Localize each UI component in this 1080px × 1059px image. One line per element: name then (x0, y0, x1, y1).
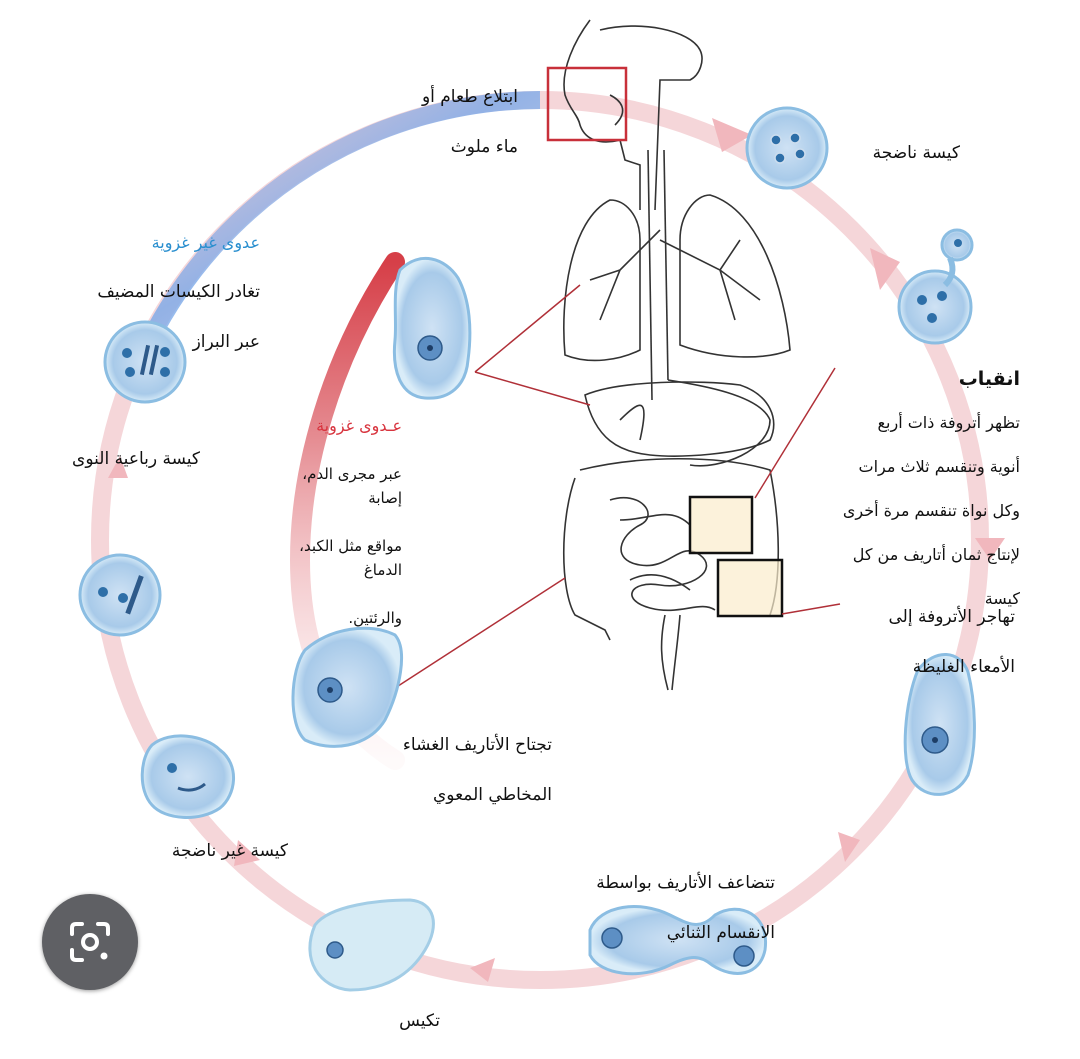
google-lens-button[interactable] (42, 894, 138, 990)
mucosa-invasion-label: تجتاح الأتاريف الغشاء المخاطي المعوي (402, 735, 552, 805)
trophozoite-mucosa (291, 626, 403, 748)
pointer-lines (394, 284, 841, 689)
immature-cyst-label: كيسة غير ناضجة (171, 841, 288, 861)
arrow-icon (975, 538, 1005, 560)
mature-cyst (745, 106, 829, 190)
invasive-label: عـدوى غزوية عبر مجرى الدم، إصابة مواقع م… (299, 416, 402, 627)
amoeba-life-cycle-diagram (78, 19, 1005, 992)
mouth-highlight-box (546, 66, 628, 142)
arrow-icon (470, 958, 495, 982)
arrow-icon (234, 840, 260, 866)
non-invasive-arc (141, 91, 541, 345)
migration-label: تهاجر الأتروفة إلى الأمعاء الغليظة (888, 607, 1016, 677)
human-anatomy-illustration (562, 19, 791, 691)
google-lens-icon (70, 922, 110, 962)
quad-cyst-label: كيسة رباعية النوى (72, 449, 200, 469)
trophozoite-migrating (903, 653, 976, 796)
binucleate-cyst (78, 553, 162, 637)
binary-fission-label: تتضاعف الأتاريف بواسطة الانقسام الثنائي (596, 873, 775, 943)
arrow-icon (838, 832, 860, 862)
arrow-icon (870, 248, 900, 290)
encystation-label: تكيس (399, 1011, 440, 1031)
small-intestine-box (688, 495, 754, 555)
trophozoite-dividing (588, 905, 767, 976)
immature-cyst (140, 734, 235, 819)
cycle-arrows (108, 118, 1005, 982)
excysting-cyst (897, 228, 974, 345)
large-intestine-box (716, 558, 784, 618)
arrow-icon (712, 118, 752, 152)
excystation-label: انقياب تظهر أتروفة ذات أربع أنوية وتنقسم… (842, 368, 1020, 608)
mature-cyst-label: كيسة ناضجة (872, 143, 960, 163)
ingestion-label: ابتلاع طعام أو ماء ملوث (421, 87, 518, 157)
trophozoite-invasive (392, 257, 472, 400)
arrow-icon (108, 456, 128, 478)
encysting-trophozoite (308, 898, 435, 992)
non-invasive-label: عدوى غير غزوية تغادر الكيسات المضيف عبر … (97, 233, 260, 352)
quadrinucleate-cyst (103, 320, 187, 404)
